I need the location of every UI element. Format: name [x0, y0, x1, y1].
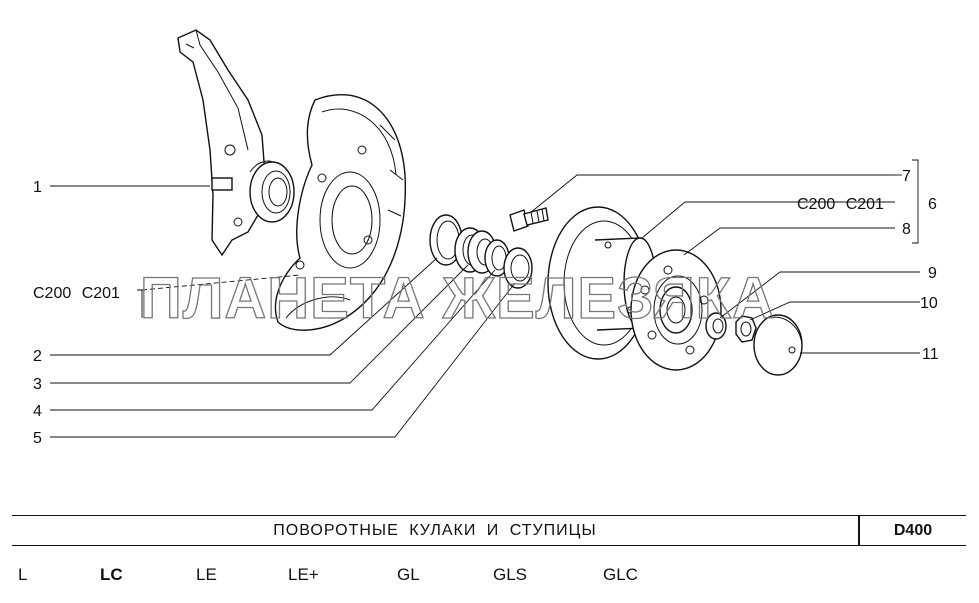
callout-11: 11: [922, 346, 939, 363]
title-block: ПОВОРОТНЫЕ КУЛАКИ И СТУПИЦЫ D400: [12, 515, 966, 546]
watermark: ПЛАНЕТА ЖЕЛЕЗЯКА: [140, 266, 775, 331]
callout-4: 4: [33, 403, 42, 420]
leader-lines: [50, 159, 920, 438]
callout-8: 8: [902, 221, 911, 238]
note-left: C200 C201: [33, 285, 120, 302]
diagram-code: D400: [893, 521, 933, 539]
hub-cap: [753, 314, 803, 376]
circlip: [429, 214, 463, 266]
trim-level: LE: [196, 565, 217, 584]
callout-5: 5: [33, 430, 42, 447]
trim-level: LE+: [288, 565, 319, 584]
trim-level: LC: [100, 565, 123, 584]
callout-9: 9: [928, 265, 937, 282]
callout-2: 2: [33, 348, 42, 365]
callout-10: 10: [920, 295, 938, 312]
bearing: [454, 227, 497, 274]
callout-1: 1: [33, 179, 42, 196]
trim-level: GLS: [493, 565, 528, 584]
trim-level: GLC: [603, 565, 638, 584]
note-right: C200 C201: [797, 196, 884, 213]
brake-shield: [274, 94, 407, 331]
callout-6: 6: [928, 196, 937, 213]
wheel-bolt: [509, 207, 549, 232]
trim-levels: L LC LE LE+ GL GLS GLC: [0, 565, 979, 589]
wheel-hub: [630, 249, 722, 371]
trim-level: GL: [397, 565, 420, 584]
callout-3: 3: [33, 376, 42, 393]
exploded-parts-diagram: 1 2 3 4 5 6 7 8 9 10 11 C200 C201 C200 C…: [33, 29, 939, 447]
page-title: ПОВОРОТНЫЕ КУЛАКИ И СТУПИЦЫ: [273, 521, 597, 539]
title-divider: [858, 516, 860, 545]
hub-nut: [735, 315, 757, 343]
callout-7: 7: [902, 168, 911, 185]
seal-rings: [484, 239, 533, 289]
steering-knuckle: [177, 29, 295, 257]
trim-level: L: [18, 565, 28, 584]
washer: [705, 312, 727, 340]
